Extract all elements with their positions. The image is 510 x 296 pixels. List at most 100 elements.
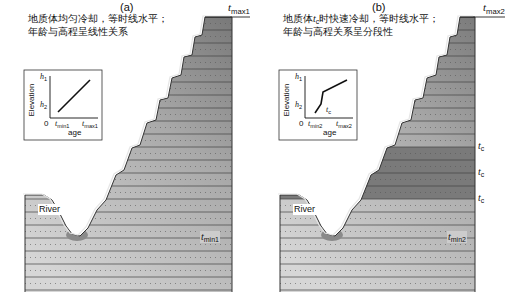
isochron-label: min1 xyxy=(204,236,219,244)
isochron-line xyxy=(255,290,505,291)
dotted-line xyxy=(255,231,505,232)
dotted-line xyxy=(0,153,250,154)
label-group: (a) xyxy=(120,1,133,14)
isochron-label: c xyxy=(481,197,485,205)
axis-tick: t xyxy=(336,119,338,129)
dotted-line xyxy=(0,218,250,219)
panel-drawing xyxy=(255,0,505,296)
label-group: h2 xyxy=(40,100,47,110)
isochron-line xyxy=(255,147,505,148)
label-group: tmin2 xyxy=(447,231,467,243)
isochron-line xyxy=(0,186,250,187)
axis-title: age xyxy=(323,128,336,138)
axis-tick: max1 xyxy=(84,123,98,130)
axis-tick: h xyxy=(40,100,44,110)
surface-rim xyxy=(278,16,473,235)
dotted-line xyxy=(255,153,505,154)
isochron-line xyxy=(255,186,505,187)
isochron-line xyxy=(0,199,250,200)
rock-body xyxy=(255,0,505,296)
label-group: Elevation xyxy=(27,84,37,117)
inset-frame xyxy=(24,70,102,140)
label-group: tmin2 xyxy=(308,119,322,129)
isochron-line xyxy=(255,199,505,200)
isochron-line xyxy=(0,277,250,278)
note-text: 地质体 xyxy=(283,13,313,25)
label-group: River xyxy=(293,204,316,215)
label-group: 0 xyxy=(299,119,303,129)
rock-fill xyxy=(255,0,505,296)
rapid-cooling-band xyxy=(255,147,505,199)
topography-profile xyxy=(280,17,475,292)
inset-axes xyxy=(50,76,98,118)
label-group: tmin1 xyxy=(55,119,69,129)
dotted-line xyxy=(0,283,250,284)
label-group: h1 xyxy=(295,72,302,82)
isochron-line xyxy=(255,251,505,252)
dotted-line xyxy=(0,270,250,271)
dotted-line xyxy=(255,257,505,258)
isochron-line xyxy=(0,147,250,148)
isochron-line xyxy=(0,225,250,226)
inset-axes xyxy=(305,76,353,118)
axis-tick: h xyxy=(295,72,299,82)
axis-tick: 2 xyxy=(299,104,302,111)
isochron-line xyxy=(255,225,505,226)
axis-tick: 2 xyxy=(44,104,47,111)
dotted-line xyxy=(0,62,250,63)
isochron-line xyxy=(0,69,250,70)
label-group: tmax2 xyxy=(336,119,352,129)
rock-fill xyxy=(0,0,250,296)
dotted-line xyxy=(0,49,250,50)
isochron-line xyxy=(0,173,250,174)
block-edge xyxy=(232,17,233,292)
label-group: 地质体均匀冷却，等时线水平； xyxy=(28,13,168,25)
label-group: age xyxy=(323,128,336,138)
isochron-line xyxy=(0,43,250,44)
axis-title: age xyxy=(68,128,81,138)
surface-rim xyxy=(23,16,230,235)
label-group: tc xyxy=(478,140,484,152)
axis-tick: t xyxy=(326,105,328,115)
axis-tick: 1 xyxy=(44,76,47,83)
panel-letter: (a) xyxy=(120,1,133,14)
dotted-line xyxy=(255,283,505,284)
isochron-label: t xyxy=(478,166,481,178)
label-group: Elevation xyxy=(282,84,292,117)
isochron-label: t xyxy=(478,140,481,152)
note-text: 年龄与高程呈线性关系 xyxy=(28,26,128,38)
isochron-line xyxy=(0,251,250,252)
dotted-line xyxy=(255,270,505,271)
label-group: (b) xyxy=(372,1,385,14)
label-group: 年龄与高程呈线性关系 xyxy=(28,26,128,38)
label-group: 年龄与高程关系呈分段性 xyxy=(283,26,393,38)
axis-tick: 0 xyxy=(299,119,303,129)
label-group: 0 xyxy=(44,119,48,129)
axis-tick: h xyxy=(295,100,299,110)
dotted-line xyxy=(0,257,250,258)
label-group: tc xyxy=(478,166,484,178)
dotted-line xyxy=(0,179,250,180)
dotted-line xyxy=(255,244,505,245)
axis-tick: max2 xyxy=(338,123,352,130)
axis-title: Elevation xyxy=(27,84,37,117)
panel-drawing xyxy=(0,0,250,296)
axis-tick: min2 xyxy=(310,123,322,130)
label-group: tmax2 xyxy=(483,1,505,14)
river-label: River xyxy=(294,204,315,215)
isochron-label: max2 xyxy=(486,7,505,16)
note-text: c xyxy=(316,18,320,26)
top-isochron xyxy=(205,17,250,18)
top-isochron xyxy=(460,17,505,18)
dotted-line xyxy=(255,49,505,50)
note-text: 地质体均匀冷却，等时线水平； xyxy=(28,13,168,25)
block-edge xyxy=(475,17,476,292)
isochron-line xyxy=(255,69,505,70)
label-group: h1 xyxy=(40,72,47,82)
note-text: t xyxy=(313,13,316,25)
isochron-line xyxy=(255,56,505,57)
label-group: River xyxy=(38,204,61,215)
isochron-line xyxy=(255,238,505,239)
isochron-label: t xyxy=(201,231,204,243)
isochron-line xyxy=(255,277,505,278)
